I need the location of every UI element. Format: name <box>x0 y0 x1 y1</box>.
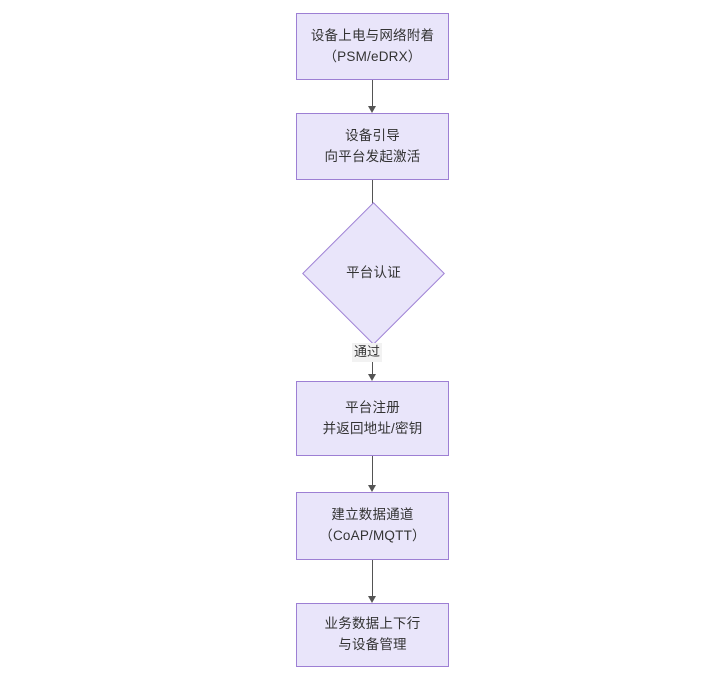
node-device-bootstrap-line-2: 向平台发起激活 <box>324 148 421 164</box>
node-device-bootstrap-line-1: 设备引导 <box>345 127 400 143</box>
edge-n5-n6 <box>372 560 373 596</box>
node-device-power-on[interactable]: 设备上电与网络附着 （PSM/eDRX） <box>296 13 449 80</box>
edge-n5-n6-arrowhead <box>368 596 376 603</box>
edge-n3-n4-arrowhead <box>368 374 376 381</box>
node-platform-register-line-1: 平台注册 <box>345 399 400 415</box>
node-device-power-on-line-1: 设备上电与网络附着 <box>310 27 435 43</box>
node-device-bootstrap[interactable]: 设备引导 向平台发起激活 <box>296 113 449 180</box>
node-business-data-and-device-management[interactable]: 业务数据上下行 与设备管理 <box>296 603 449 667</box>
edge-n4-n5-arrowhead <box>368 485 376 492</box>
edge-n2-n3 <box>372 180 373 217</box>
node-platform-register[interactable]: 平台注册 并返回地址/密钥 <box>296 381 449 456</box>
edge-label-pass: 通过 <box>352 343 383 362</box>
edge-n1-n2 <box>372 80 373 106</box>
node-business-data-line-1: 业务数据上下行 <box>324 616 421 632</box>
node-establish-data-channel[interactable]: 建立数据通道 （CoAP/MQTT） <box>296 492 449 560</box>
node-device-power-on-line-2: （PSM/eDRX） <box>323 48 422 64</box>
node-business-data-line-2: 与设备管理 <box>338 637 407 652</box>
node-platform-auth-decision[interactable]: 平台认证 <box>302 202 445 345</box>
edge-n4-n5 <box>372 456 373 485</box>
node-establish-data-channel-line-1: 建立数据通道 <box>331 507 414 523</box>
node-platform-register-line-2: 并返回地址/密钥 <box>322 420 423 436</box>
node-establish-data-channel-line-2: （CoAP/MQTT） <box>319 528 426 543</box>
edge-n1-n2-arrowhead <box>368 106 376 113</box>
node-platform-auth-label: 平台认证 <box>346 265 401 281</box>
